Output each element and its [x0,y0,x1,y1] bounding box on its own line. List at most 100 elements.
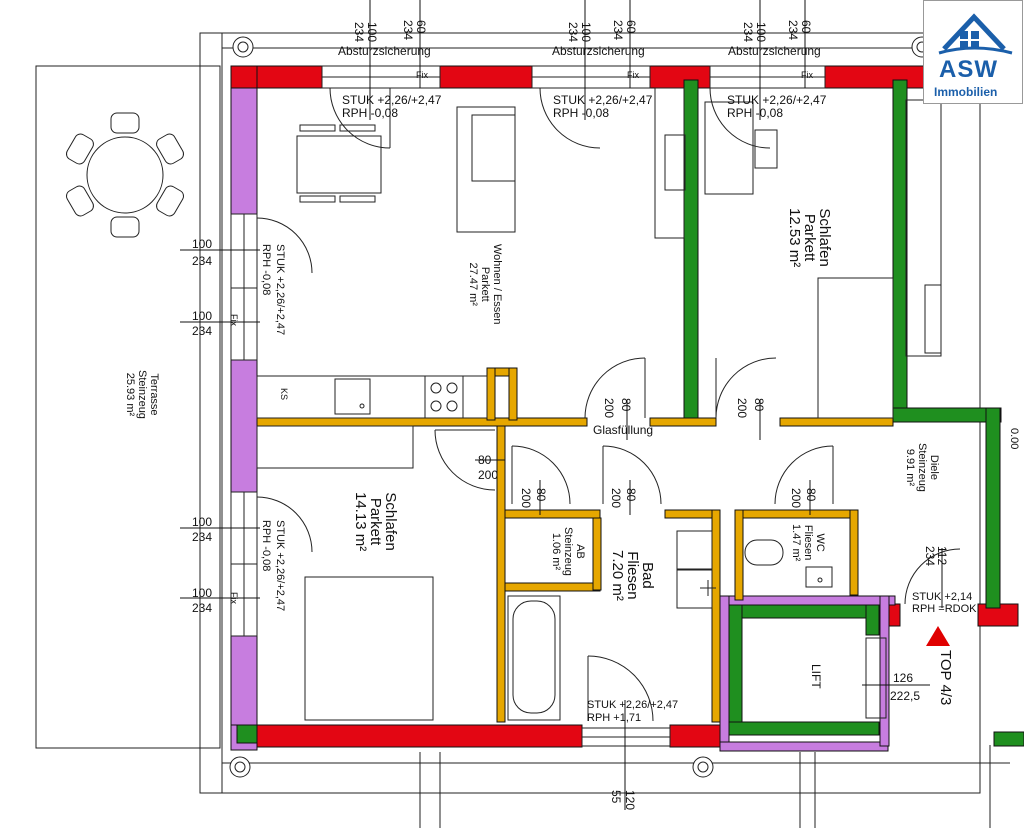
dim-55: 55 [609,790,623,804]
dim-200: 200 [609,488,623,509]
dim-112: 112 [935,546,949,566]
room-lift-label: LIFT [809,664,823,689]
dim-100: 100 [192,586,213,600]
dim-200: 200 [735,398,749,419]
label-stuk: STUK +2,26/+2,47 [342,93,442,107]
label-fix: Fix [229,592,239,604]
room-name: Bad [639,562,656,589]
label-top: TOP 4/3 [937,650,954,706]
dim-80: 80 [752,398,766,412]
room-area: 12.53 m² [786,208,803,268]
label-fix: Fix [627,70,639,80]
walls-green [236,79,1024,747]
toilet [744,539,784,566]
dim-60: 60 [414,20,428,34]
label-rph: RPH -0,08 [260,244,272,296]
room-bedroom-bottom: Schlafen Parkett 14.13 m² [352,492,399,552]
room-area: 14.13 m² [352,492,369,552]
label-rph: RPH -0,08 [727,106,784,120]
label-partial: 0.00 [1008,428,1020,450]
label-rph: RPH -0,08 [260,520,272,572]
dim-234: 234 [611,20,625,41]
dim-234: 234 [192,324,213,338]
dim-234: 234 [192,530,213,544]
furniture [256,87,942,721]
dim-200: 200 [478,468,499,482]
logo-mark: ASW [939,56,998,83]
room-area: 9.91 m² [904,448,916,487]
room-floor: Steinzeug [562,527,574,576]
terrace-outline [35,65,221,749]
dim-80: 80 [619,398,633,412]
dim-100: 100 [579,22,593,43]
room-area: 1.06 m² [550,532,562,571]
dim-234: 234 [923,546,937,567]
label-fix: Fix [229,314,239,326]
room-floor: Steinzeug [916,443,928,492]
dim-120: 120 [623,790,637,811]
entrance-arrow-icon [926,626,950,646]
bathtub [507,595,561,721]
logo-subtitle: Immobilien [934,85,998,99]
table-set [66,112,184,238]
room-name: Schlafen [382,492,399,551]
room-name: Terrasse [148,373,160,416]
dim-126: 126 [893,671,914,685]
label-rph: RPH -0,08 [553,106,610,120]
company-logo: ASW Immobilien [923,0,1023,104]
dim-60: 60 [799,20,813,34]
label-stuk: STUK +2,26/+2,47 [553,93,653,107]
room-floor: Parkett [801,213,818,262]
dimension-lines [180,0,943,810]
dim-234: 234 [786,20,800,41]
dim-100: 100 [365,22,379,43]
room-name: Wohnen / Essen [491,244,503,325]
washbasin [676,569,713,609]
label-rph-bath: RPH +1,71 [587,712,642,724]
label-stuk-entry: STUK +2,14 [912,591,973,603]
bed [304,576,434,721]
dim-200: 200 [602,398,616,419]
room-floor: Parkett [479,266,491,302]
room-living: Wohnen / Essen Parkett 27.47 m² [467,244,503,325]
label-stuk-bath: STUK +2,26/+2,47 [587,699,679,711]
dining-table [296,135,382,194]
dim-200: 200 [789,488,803,509]
room-terrace: Terrasse Steinzeug 25.93 m² [124,370,160,419]
dim-234: 234 [401,20,415,41]
label-stuk: STUK +2,26/+2,47 [727,93,827,107]
room-floor: Fliesen [802,524,814,561]
dim-2225: 222,5 [890,689,921,703]
label-absturzsicherung: Absturzsicherung [728,44,821,58]
dim-100: 100 [192,237,213,251]
room-area: 25.93 m² [124,372,136,417]
dim-100: 100 [754,22,768,43]
room-area: 27.47 m² [467,262,479,306]
columns [229,36,933,778]
window-lines [231,76,825,738]
room-floor: Parkett [367,497,384,546]
room-name: Diele [928,454,940,480]
label-stuk: STUK +2,26/+2,47 [274,520,286,612]
label-glasfuellung: Glasfüllung [593,423,654,437]
room-ab: AB Steinzeug 1.06 m² [550,527,586,576]
room-name: Schlafen [816,208,833,267]
wardrobe [817,277,894,419]
house-icon [938,13,1013,55]
room-wc: WC Fliesen 1.47 m² [790,524,826,561]
room-floor: Fliesen [624,551,641,600]
label-stuk: STUK +2,26/+2,47 [274,244,286,336]
dim-234: 234 [352,22,366,43]
room-bath: Bad Fliesen 7.20 m² [609,550,656,601]
dim-80: 80 [478,453,492,467]
walls-violet [230,65,896,752]
walls-red [256,65,1019,748]
kitchen-counter [256,375,488,419]
room-hall: Diele Steinzeug 9.91 m² [904,443,940,492]
room-area: 1.47 m² [790,524,802,562]
label-absturzsicherung: Absturzsicherung [338,44,431,58]
label-absturzsicherung: Absturzsicherung [552,44,645,58]
dim-234: 234 [566,22,580,43]
dim-234: 234 [192,601,213,615]
